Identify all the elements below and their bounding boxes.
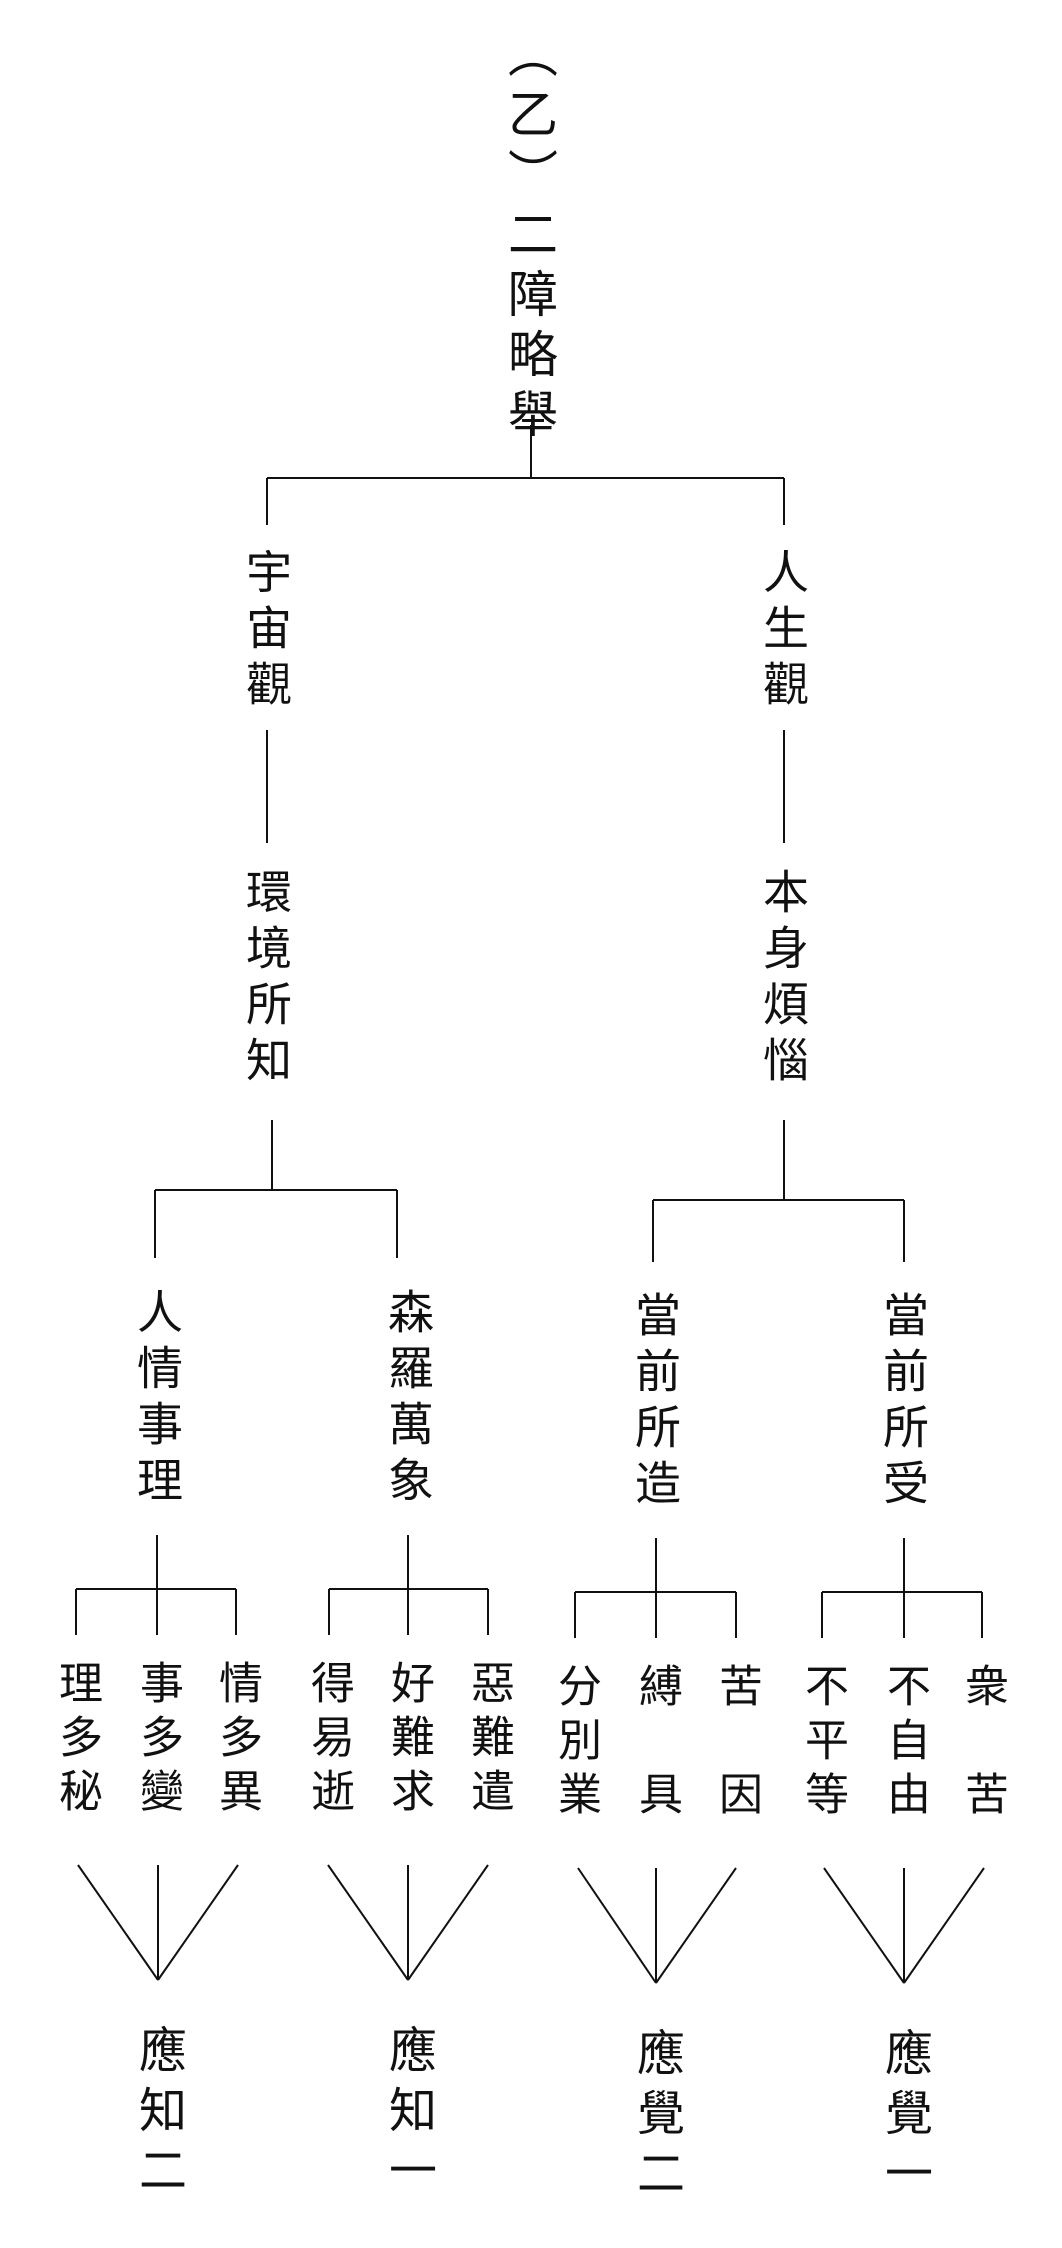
leaf-item: 得易逝 [303, 1660, 354, 1822]
connector [407, 1864, 489, 1981]
node-right-sub: 本身煩惱 [756, 868, 810, 1092]
leaf-item: 理多秘 [51, 1660, 102, 1822]
conclusion-label: 應覺一 [876, 2028, 932, 2208]
leaf-item: 分別業 [550, 1663, 601, 1825]
conclusion-label: 應覺二 [628, 2028, 684, 2208]
connector [327, 1864, 409, 1981]
connector [77, 1864, 159, 1981]
leaf-item: 事多變 [132, 1660, 183, 1822]
connector [655, 1867, 737, 1984]
leaf-item: 縛 具 [631, 1663, 682, 1825]
leaf-item: 衆 苦 [957, 1663, 1008, 1825]
connector [577, 1867, 657, 1984]
node-left-main: 宇宙觀 [239, 548, 293, 716]
conclusion-label: 應知二 [130, 2025, 186, 2205]
diagram-title: （乙）二障略舉 [500, 28, 558, 448]
leaf-item: 情多異 [211, 1660, 262, 1822]
group-label: 人情事理 [130, 1288, 184, 1512]
leaf-item: 不平等 [797, 1663, 848, 1825]
node-left-sub: 環境所知 [239, 868, 293, 1092]
connector [823, 1867, 905, 1984]
conclusion-label: 應知一 [380, 2025, 436, 2205]
group-label: 當前所造 [628, 1291, 682, 1515]
connector [157, 1864, 239, 1981]
leaf-item: 不自由 [879, 1663, 930, 1825]
group-label: 當前所受 [876, 1291, 930, 1515]
leaf-item: 好難求 [383, 1660, 434, 1822]
leaf-item: 惡難遣 [463, 1660, 514, 1822]
node-right-main: 人生觀 [756, 548, 810, 716]
connector [903, 1867, 985, 1984]
group-label: 森羅萬象 [381, 1288, 435, 1512]
leaf-item: 苦 因 [711, 1663, 762, 1825]
